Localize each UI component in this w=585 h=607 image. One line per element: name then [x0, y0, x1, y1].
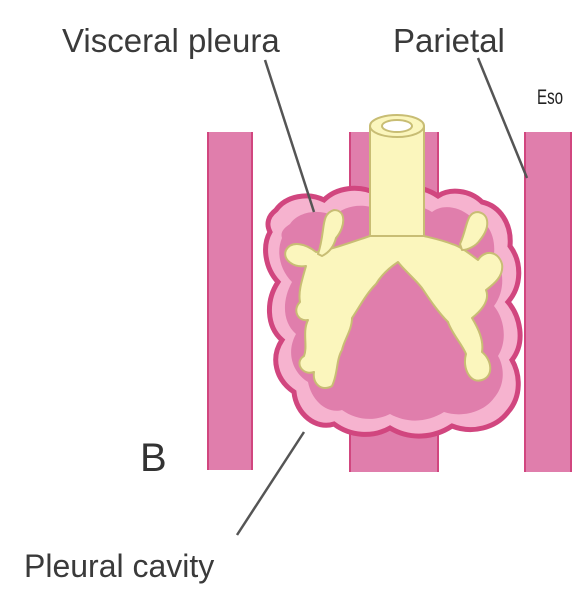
panel-letter: B: [140, 436, 167, 480]
right-parietal-wall: [525, 132, 571, 472]
leader-lines: [235, 57, 529, 536]
pleural-cavity-leader: [235, 431, 306, 536]
left-upper-bud: [317, 209, 345, 257]
parietal-leader: [476, 57, 529, 179]
parietal-label: Parietal: [393, 22, 505, 59]
visceral-pleura-leader: [263, 59, 316, 213]
airway-branches: [284, 235, 504, 390]
esophagus-label: Eso: [537, 86, 564, 109]
pleural-cavity-label: Pleural cavity: [24, 548, 215, 584]
visceral-pleura-label: Visceral pleura: [62, 22, 280, 59]
right-upper-bud: [459, 211, 489, 251]
left-parietal-wall: [208, 132, 252, 470]
trachea: [369, 125, 425, 241]
bronchial-tree: [284, 114, 504, 390]
trachea-lumen: [381, 119, 413, 133]
